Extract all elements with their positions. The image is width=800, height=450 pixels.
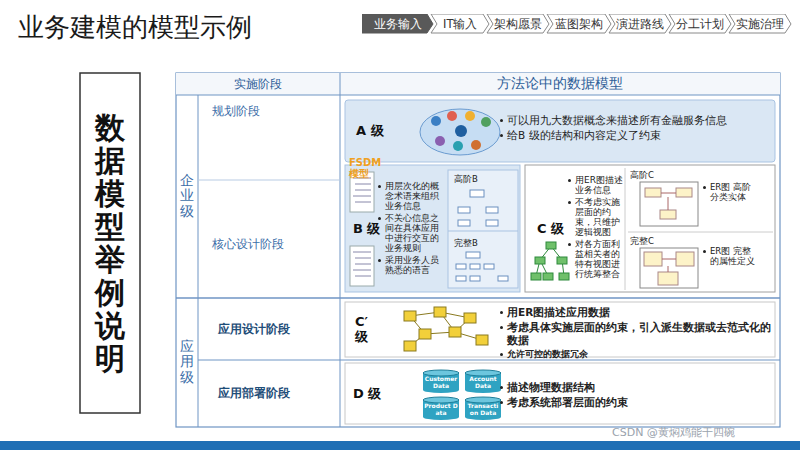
- node-text: 方法论中的数据模型: [497, 75, 623, 93]
- node-text: 核心设计阶段: [212, 236, 284, 253]
- bullet-dot: [500, 311, 503, 314]
- node-text: 应用设计阶段: [218, 321, 290, 338]
- bullet-dot: [703, 250, 706, 253]
- bullet-dot: [500, 119, 503, 122]
- database-node: Transaction Data: [464, 396, 502, 421]
- node-text: 用层次化的概念术语来组织业务信息: [385, 181, 445, 211]
- node-text: 蓝图架构: [555, 17, 603, 31]
- node-text: C′ 级: [355, 314, 379, 344]
- node-text: 描述物理数据结构: [507, 381, 769, 394]
- node-text: 企业级: [180, 173, 194, 219]
- model-box: A 级 可以用九大数据概念来描述所有金融服务信息给B 级的结构和内容定义了约束: [345, 100, 775, 162]
- bullet-dot: [500, 401, 503, 404]
- model-box: 企业级: [176, 95, 198, 298]
- model-box: 核心设计阶段: [198, 180, 340, 298]
- model-box: 应用设计阶段: [198, 298, 340, 360]
- node-text: 数据模型举例说明: [95, 111, 125, 375]
- model-box: 实施阶段: [176, 73, 340, 95]
- model-box: 应用级: [176, 298, 198, 427]
- breadcrumb-step: 演进路线: [608, 14, 672, 34]
- node-text: A 级: [356, 123, 396, 138]
- node-text: 实施治理: [736, 17, 784, 31]
- model-box: 数据模型举例说明: [80, 73, 140, 413]
- node-text: 可以用九大数据概念来描述所有金融服务信息: [507, 114, 769, 127]
- node-text: 实施阶段: [234, 76, 282, 93]
- watermark: CSDN @黄焖鸡能干四碗: [612, 425, 735, 440]
- model-box: 方法论中的数据模型: [340, 73, 780, 95]
- node-text: 业务输入: [374, 17, 422, 31]
- node-text: 用ER图描述应用数据: [507, 306, 773, 319]
- node-text: D 级: [353, 386, 393, 401]
- node-text: 架构愿景: [494, 17, 542, 31]
- node-text: 规划阶段: [212, 103, 260, 120]
- node-text: 分工计划: [676, 17, 724, 31]
- node-text: 高阶C: [630, 170, 680, 180]
- model-box: C′ 级 用ER图描述应用数据考虑具体实施层面的约束，引入派生数据或去范式化的数据…: [345, 302, 775, 357]
- node-text: 完整B: [454, 238, 504, 248]
- node-text: 演进路线: [616, 17, 664, 31]
- breadcrumb-step: IT输入: [430, 14, 490, 34]
- bullet-dot: [500, 134, 503, 137]
- node-text: 对各方面利益相关者的特有视图进行统筹整合: [575, 239, 625, 279]
- node-text: IT输入: [443, 17, 477, 31]
- breadcrumb-step: 蓝图架构: [546, 14, 612, 34]
- model-box: 完整C ER图 完整的属性定义: [628, 234, 773, 290]
- bullet-dot: [500, 326, 503, 329]
- model-box: D 级 描述物理数据结构考虑系统部署层面的约束 Customer Data Accou…: [345, 363, 775, 424]
- model-box: 高阶C ER图 高阶分类实体: [628, 168, 773, 230]
- bullet-dot: [378, 259, 381, 262]
- model-box: 完整B: [450, 234, 518, 290]
- database-node: Customer Data: [422, 369, 460, 394]
- node-text: 高阶B: [454, 174, 504, 184]
- node-text: 用ER图描述业务信息: [575, 175, 625, 195]
- bullet-dot: [568, 179, 571, 182]
- node-text: ER图 完整的属性定义: [710, 246, 756, 266]
- node-text: 允许可控的数据冗余: [507, 349, 773, 360]
- node-text: 采用业务人员熟悉的语言: [385, 255, 445, 275]
- breadcrumb-step: 实施治理: [728, 14, 792, 34]
- model-box: 应用部署阶段: [198, 360, 340, 427]
- bullet-dot: [568, 201, 571, 204]
- node-text: 完整C: [630, 236, 680, 246]
- database-node: Product Data: [422, 396, 460, 421]
- bullet-dot: [500, 353, 503, 356]
- node-text: ER图 高阶分类实体: [710, 182, 756, 202]
- bullet-dot: [378, 185, 381, 188]
- node-text: Transaction Data: [466, 402, 500, 416]
- node-text: Product Data: [424, 402, 458, 416]
- node-text: 给B 级的结构和内容定义了约束: [507, 129, 769, 142]
- breadcrumb-step: 架构愿景: [486, 14, 550, 34]
- model-box: 规划阶段: [198, 95, 340, 180]
- bullet-dot: [568, 243, 571, 246]
- node-text: 不关心信息之间在具体应用中进行交互的业务规则: [385, 213, 445, 253]
- node-text: 应用部署阶段: [218, 385, 290, 402]
- node-text: Customer Data: [424, 375, 458, 389]
- breadcrumb-step: 分工计划: [668, 14, 732, 34]
- model-box: B 级用层次化的概念术语来组织业务信息不关心信息之间在具体应用中进行交互的业务规…: [345, 165, 520, 292]
- page-title: 业务建模的模型示例: [18, 10, 252, 45]
- database-node: Account Data: [464, 369, 502, 394]
- node-text: Account Data: [466, 375, 500, 389]
- bullet-dot: [703, 186, 706, 189]
- model-box: 高阶B: [450, 170, 518, 228]
- node-text: 不考虑实施层面的约束，只维护逻辑视图: [575, 197, 625, 237]
- node-text: C 级: [537, 221, 577, 236]
- node-text: 考虑系统部署层面的约束: [507, 396, 769, 409]
- model-box: C 级 用ER图描述业务信息不考虑实施层面的约束，只维护逻辑视图对各方面利益相关者…: [525, 165, 625, 292]
- bullet-dot: [500, 386, 503, 389]
- breadcrumb-step: 业务输入: [362, 14, 434, 34]
- model-tag: FSDM 模型: [349, 157, 383, 179]
- node-text: 考虑具体实施层面的约束，引入派生数据或去范式化的数据: [507, 321, 773, 347]
- bullet-dot: [378, 217, 381, 220]
- node-text: 应用级: [180, 339, 194, 385]
